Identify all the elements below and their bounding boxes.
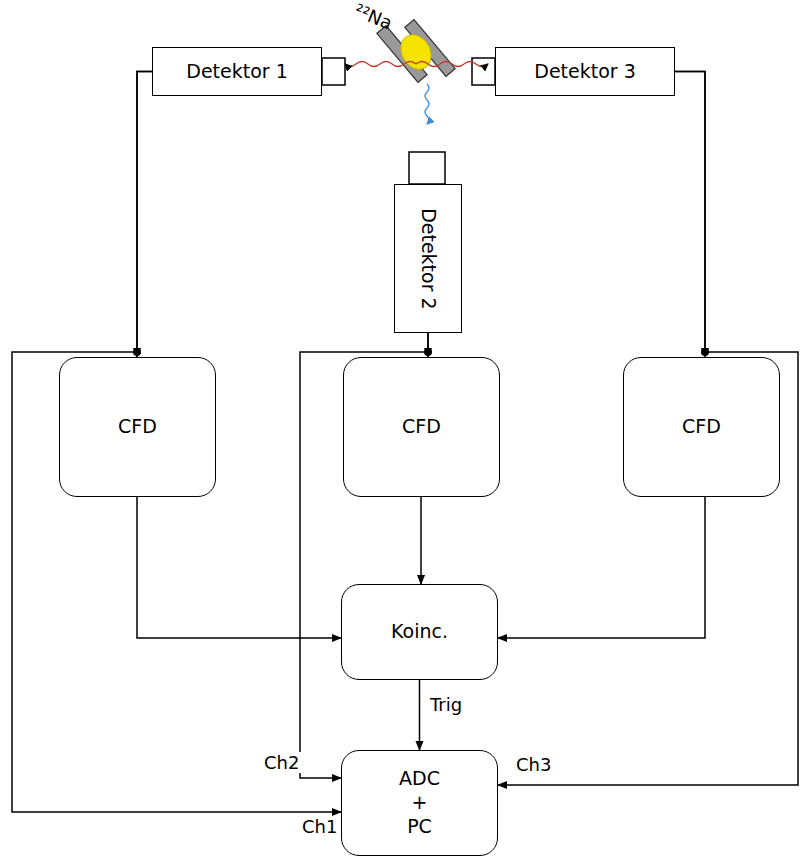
cfd-box: CFD	[59, 357, 216, 497]
node-label: Koinc.	[391, 620, 448, 644]
node-label: Detektor 3	[534, 60, 635, 84]
signal-wire	[12, 72, 341, 813]
source	[395, 29, 437, 74]
adc-pc-box: ADC + PC	[341, 750, 498, 856]
signal-wire	[498, 497, 705, 638]
channel-label: Ch2	[262, 752, 301, 773]
signal-wire	[420, 497, 422, 584]
node-label: CFD	[682, 415, 721, 439]
detector-box: Detektor 2	[394, 184, 462, 333]
signal-wire	[498, 72, 798, 786]
channel-label: Ch1	[300, 816, 339, 837]
channel-label: Ch3	[514, 754, 553, 775]
node-label: Detektor 1	[186, 60, 287, 84]
signal-wire	[419, 680, 421, 750]
node-label: CFD	[118, 415, 157, 439]
isotope-label: ²²Na	[350, 0, 398, 34]
detector-box: Detektor 3	[495, 47, 675, 96]
node-label: CFD	[402, 415, 441, 439]
channel-label: Trig	[428, 694, 464, 715]
signal-wire	[137, 497, 341, 638]
detector-box: Detektor 1	[152, 47, 322, 96]
detector-window	[409, 152, 445, 184]
signal-wire	[137, 72, 152, 358]
cfd-box: CFD	[623, 357, 780, 497]
gamma-ray	[425, 84, 429, 124]
detector-window	[322, 58, 345, 85]
cfd-box: CFD	[343, 357, 500, 497]
gamma-ray	[345, 62, 416, 67]
signal-wire	[675, 72, 705, 358]
node-label: Detektor 2	[416, 208, 440, 309]
gamma-ray	[416, 62, 488, 67]
node-label: ADC + PC	[399, 767, 440, 838]
coincidence-box: Koinc.	[341, 584, 498, 680]
detector-window	[472, 58, 495, 85]
